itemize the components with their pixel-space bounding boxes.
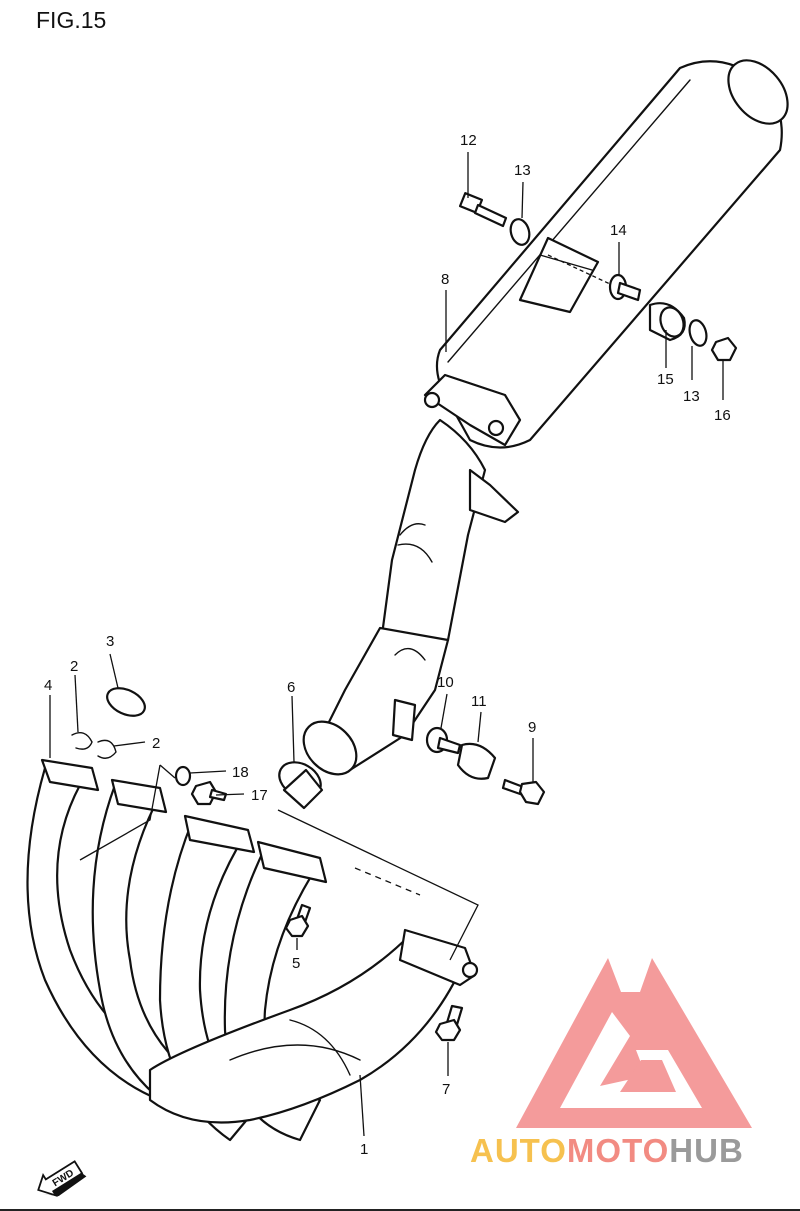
callout-17: 17 <box>251 787 268 804</box>
header-collector <box>148 933 467 1124</box>
collector-clamp <box>398 928 477 987</box>
washer-13-lower[interactable] <box>687 318 709 347</box>
gasket-3[interactable] <box>103 683 149 722</box>
pipe-stay <box>468 468 520 524</box>
callout-2-lower: 2 <box>152 735 160 752</box>
header-flange-4 <box>256 840 328 884</box>
washer-13-upper[interactable] <box>508 217 532 247</box>
callout-4: 4 <box>44 677 52 694</box>
callout-2-upper: 2 <box>70 658 78 675</box>
mid-pipe-outlet <box>302 720 358 776</box>
muffler-connecting-pipe <box>378 418 487 652</box>
fwd-direction-badge: FWD <box>37 1160 87 1198</box>
cushion-15[interactable] <box>648 302 687 342</box>
callout-18: 18 <box>232 764 249 781</box>
mid-pipe-joint <box>318 626 450 772</box>
callout-7: 7 <box>442 1081 450 1098</box>
exhaust-header-pipes[interactable] <box>26 758 479 1142</box>
muffler-bracket <box>518 236 600 314</box>
callout-labels: 12 13 14 8 15 13 16 3 2 4 2 6 10 11 9 18… <box>44 132 731 1158</box>
watermark-text: AUTOMOTOHUB <box>470 1132 744 1169</box>
callout-3: 3 <box>106 633 114 650</box>
bolt-9[interactable] <box>501 778 546 806</box>
watermark-logo <box>516 958 752 1128</box>
clip-2-lower[interactable] <box>97 739 117 759</box>
watermark-hub: HUB <box>669 1132 744 1169</box>
callout-8: 8 <box>441 271 449 288</box>
callout-12: 12 <box>460 132 477 149</box>
callout-6: 6 <box>287 679 295 696</box>
callout-15: 15 <box>657 371 674 388</box>
watermark-auto: AUTO <box>470 1132 567 1169</box>
bolt-12[interactable] <box>458 192 508 228</box>
callout-1: 1 <box>360 1141 368 1158</box>
callout-13-lower: 13 <box>683 388 700 405</box>
callout-16: 16 <box>714 407 731 424</box>
bolt-17[interactable] <box>190 780 228 806</box>
rubber-11[interactable] <box>456 742 497 780</box>
header-flange-3 <box>183 814 256 854</box>
bolt-10[interactable] <box>425 726 462 755</box>
callout-9: 9 <box>528 719 536 736</box>
washer-18[interactable] <box>174 765 192 787</box>
nut-16[interactable] <box>710 336 738 362</box>
gasket-6[interactable] <box>273 755 327 810</box>
collar-14[interactable] <box>608 273 642 302</box>
logo-inner-accent <box>620 1060 676 1092</box>
bolt-7[interactable] <box>434 1004 464 1042</box>
muffler-end-cap <box>727 59 789 125</box>
bolt-5[interactable] <box>284 903 312 938</box>
callout-14: 14 <box>610 222 627 239</box>
mount-axis-line <box>547 254 611 285</box>
callout-5: 5 <box>292 955 300 972</box>
assembly-boundary-line <box>79 764 479 961</box>
clip-2-upper[interactable] <box>71 732 93 750</box>
muffler[interactable] <box>293 49 799 785</box>
callout-10: 10 <box>437 674 454 691</box>
figure-title: FIG.15 <box>36 7 107 33</box>
leader-lines <box>49 152 724 1137</box>
header-flange-1 <box>40 758 100 792</box>
watermark-moto: MOTO <box>567 1132 669 1169</box>
callout-11: 11 <box>471 693 487 710</box>
callout-13-upper: 13 <box>514 162 531 179</box>
bottom-border <box>0 1209 800 1211</box>
